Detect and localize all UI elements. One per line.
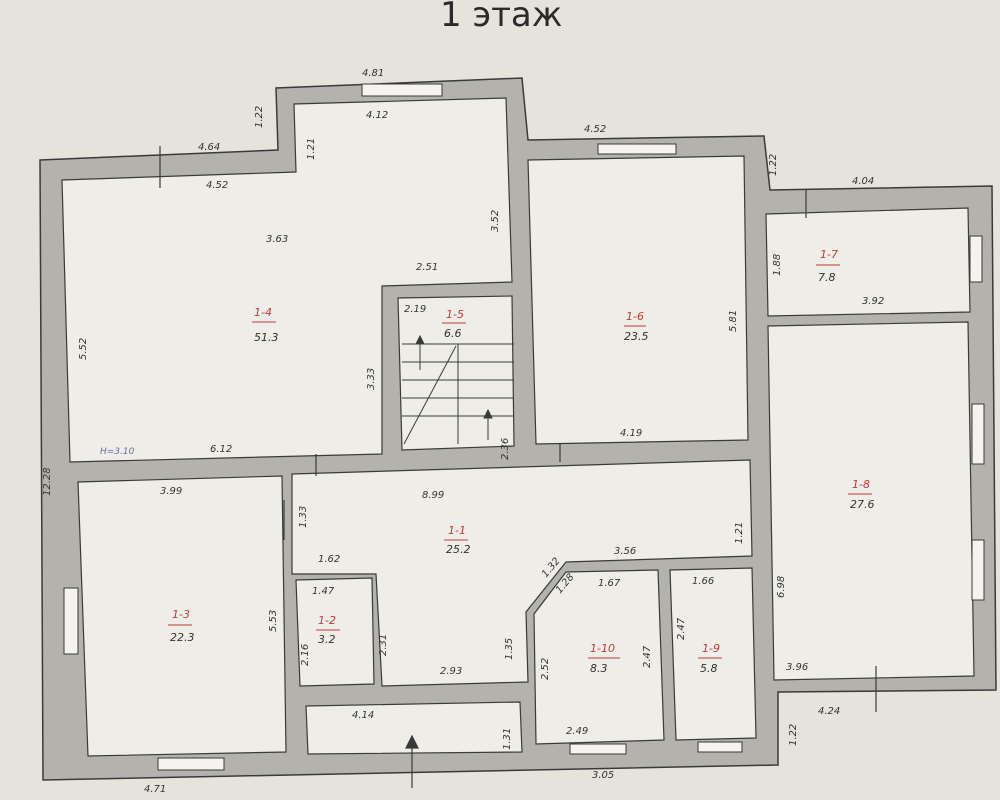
room-1-8-id: 1-8 (852, 478, 870, 491)
room-1-7-area: 7.8 (818, 271, 836, 284)
window-top-bay (361, 83, 443, 97)
room-1-9-floor (669, 567, 757, 741)
dim-r3-top: 3.99 (160, 486, 182, 497)
dim-r1-lower-right: 3.56 (614, 546, 636, 557)
dim-r7-bottom: 3.92 (862, 296, 884, 307)
dim-r10-bottom: 2.49 (566, 726, 588, 737)
stair-arrows (415, 334, 493, 440)
window-r8-right-1 (971, 403, 985, 465)
dim-top-left-inner: 4.52 (206, 180, 228, 191)
room-1-1-area: 25.2 (446, 543, 471, 556)
dim-r9-left: 2.47 (676, 617, 687, 640)
dim-r2-top-outer: 1.62 (318, 554, 340, 565)
dim-r7-top-outer: 4.04 (852, 176, 874, 187)
room-1-8-area: 27.6 (850, 498, 875, 511)
window-r6-top (597, 143, 677, 155)
room-vestibule-floor (305, 701, 523, 755)
dim-bottom-mid: 3.05 (592, 770, 614, 781)
room-1-9-id: 1-9 (702, 642, 720, 655)
dim-stair-height: 2.36 (500, 438, 511, 460)
room-1-6-floor (527, 155, 749, 445)
room-1-10-id: 1-10 (590, 642, 615, 655)
dim-r2-right: 2.31 (378, 634, 389, 656)
window-r7-right (969, 235, 983, 283)
dim-left-outer: 12.28 (42, 467, 53, 496)
room-1-4-id: 1-4 (254, 306, 272, 319)
dim-r7-height: 1.88 (772, 254, 783, 276)
dim-top-bay-outer: 4.81 (362, 68, 384, 79)
room-1-5-area: 6.6 (444, 327, 462, 340)
room-1-6-area: 23.5 (624, 330, 649, 343)
room-1-2-id: 1-2 (318, 614, 336, 627)
dim-r4-left: 5.52 (78, 338, 89, 360)
room-1-10-floor (533, 569, 665, 745)
dim-bay-side-inner: 1.21 (306, 138, 317, 160)
room-1-4-area: 51.3 (254, 331, 279, 344)
room-1-5-floor (397, 295, 515, 451)
room-1-1-id: 1-1 (448, 524, 466, 537)
dim-r6-right: 5.81 (728, 310, 739, 332)
room-1-5-id: 1-5 (446, 308, 464, 321)
wall-ticks (159, 146, 877, 712)
dim-r1-right-short: 1.21 (734, 522, 745, 544)
window-r9-bottom (697, 741, 743, 753)
room-1-7-id: 1-7 (820, 248, 838, 261)
dim-stair-small: 2.19 (404, 304, 426, 315)
dim-r6-bottom: 4.19 (620, 428, 642, 439)
room-1-7-floor (765, 207, 971, 317)
dim-r10-right: 2.47 (642, 645, 653, 668)
room-1-6-id: 1-6 (626, 310, 644, 323)
stair-treads (402, 343, 514, 445)
window-r3-left (63, 587, 79, 655)
dim-r4-step: 2.51 (416, 262, 438, 273)
dim-r1-bottom: 2.93 (440, 666, 462, 677)
dim-r1-lower-left: 1.35 (504, 638, 515, 660)
dim-top-bay-inner: 4.12 (366, 110, 388, 121)
dim-r10-left: 2.52 (540, 658, 551, 680)
room-1-2-floor (295, 577, 375, 687)
dim-r1-left-short: 1.33 (298, 506, 309, 528)
room-1-3-floor (77, 475, 287, 757)
dim-r6-top-outer: 4.52 (584, 124, 606, 135)
room-1-3-id: 1-3 (172, 608, 190, 621)
dim-r8-left: 6.98 (776, 576, 787, 598)
windows (63, 83, 985, 771)
dim-r8-outer-bottom: 4.24 (818, 706, 840, 717)
dim-r8-bottom: 3.96 (786, 662, 808, 673)
dim-r9-top: 1.66 (692, 576, 714, 587)
room-1-3-area: 22.3 (170, 631, 195, 644)
dim-r3-right: 5.53 (268, 610, 279, 632)
dim-r2-left: 2.16 (300, 644, 311, 666)
window-r8-right-2 (971, 539, 985, 601)
window-r3-bottom (157, 757, 225, 771)
dim-r4-bottom: 6.12 (210, 444, 232, 455)
dim-vest-right: 1.31 (502, 728, 513, 750)
dim-r10-top: 1.67 (598, 578, 621, 589)
dim-top-left-outer: 4.64 (198, 142, 220, 153)
dim-r4-stair-side: 3.33 (366, 368, 377, 390)
dim-r4-right: 3.52 (490, 210, 501, 232)
room-1-10-area: 8.3 (590, 662, 608, 675)
room-1-2-area: 3.2 (318, 633, 336, 646)
height-mark: H=3.10 (100, 447, 135, 457)
entrance-arrow (405, 734, 419, 788)
room-1-4-floor (61, 97, 513, 463)
dim-vest-top: 4.14 (352, 710, 374, 721)
room-labels: 1-4 51.3 1-6 23.5 1-7 7.8 1-8 27.6 1-5 6… (168, 248, 875, 675)
room-1-8-floor (767, 321, 975, 681)
dim-r4-inner-w: 3.63 (266, 234, 288, 245)
dim-r2-top-inner: 1.47 (312, 586, 335, 597)
room-1-1-floor (291, 459, 753, 687)
dim-right-low-step: 1.22 (788, 724, 799, 746)
dim-r1-width: 8.99 (422, 490, 444, 501)
dim-right-step: 1.22 (768, 154, 779, 176)
window-r10-bottom (569, 743, 627, 755)
plan-title: 1 этаж (440, 0, 562, 35)
room-interiors (61, 97, 975, 757)
dim-bay-side-outer: 1.22 (254, 106, 265, 128)
dim-bottom-left: 4.71 (144, 784, 166, 795)
room-1-9-area: 5.8 (700, 662, 718, 675)
